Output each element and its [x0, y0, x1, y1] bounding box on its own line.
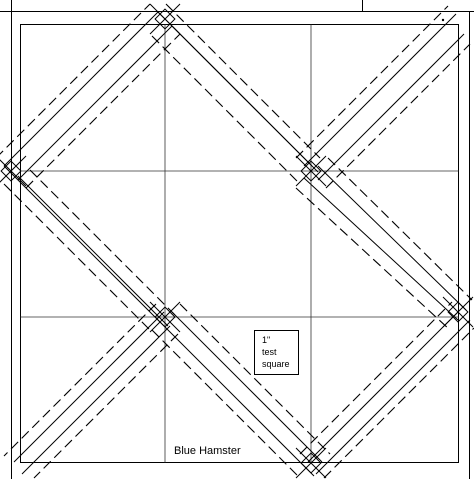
strip7-edge-a: [13, 311, 165, 463]
diagonal-strip-1: [0, 3, 181, 189]
strip2-seam-a: [165, 3, 321, 159]
strip4-edge-a: [159, 321, 315, 477]
cornerstone-left: [0, 155, 27, 187]
strip4-seam-b: [151, 329, 301, 479]
strip6-edge-b: [317, 165, 467, 311]
cornerstones: [0, 3, 474, 479]
test-square-line-3: square: [262, 359, 290, 369]
strip8-edge-b: [315, 319, 471, 475]
test-square: 1" test square: [254, 330, 299, 375]
strip4-seam-a: [179, 303, 331, 455]
strip6-seam-b: [295, 187, 451, 331]
test-square-line-1: 1": [262, 335, 270, 345]
strip8-edge-a: [307, 311, 459, 463]
diagonal-strip-2: [151, 3, 321, 185]
cornerstone-right: [442, 296, 474, 328]
strip5-edge-a: [303, 13, 457, 167]
strip8-seam-a: [299, 301, 453, 455]
cornerstone-center-left: [149, 301, 181, 333]
cornerstone-center-right: [295, 155, 327, 187]
cornerstone-bottom: [295, 447, 327, 479]
diagonal-strip-6: [295, 157, 473, 331]
block-outline: [20, 24, 459, 463]
strip5-seam-a: [295, 5, 449, 159]
strip1-seam-b: [25, 33, 181, 189]
strip7-seam-b: [33, 333, 179, 479]
strip7-seam-a: [3, 303, 157, 457]
strip3-seam-b: [3, 183, 153, 333]
cornerstone-top: [149, 3, 181, 35]
speck-mark: [441, 18, 445, 22]
diagonal-strip-5: [295, 5, 471, 189]
diagonal-strip-4: [151, 303, 331, 479]
test-square-box: [254, 330, 299, 375]
strip6-seam-a: [327, 157, 473, 301]
strip6-edge-a: [303, 177, 459, 321]
strip3-seam-a: [29, 169, 177, 317]
strip3-edge-a: [3, 165, 161, 323]
strip5-seam-b: [325, 43, 471, 189]
diagonal-strip-8: [299, 301, 474, 479]
diagonal-strip-3: [3, 165, 177, 333]
strip7-edge-b: [21, 325, 171, 475]
strip3-edge-b: [17, 175, 169, 327]
grid-lines: [20, 24, 459, 463]
strip2-edge-b: [171, 25, 319, 173]
strip5-edge-b: [317, 33, 465, 181]
strip1-edge-a: [3, 11, 159, 167]
credit-text: Blue Hamster: [174, 445, 241, 457]
strip2-seam-b: [151, 35, 301, 185]
strip4-edge-b: [171, 311, 323, 463]
strip8-seam-b: [323, 327, 474, 479]
strip1-seam-a: [0, 3, 151, 155]
diagonal-strip-7: [3, 303, 179, 479]
strip1-edge-b: [17, 25, 173, 181]
test-square-line-2: test: [262, 347, 277, 357]
